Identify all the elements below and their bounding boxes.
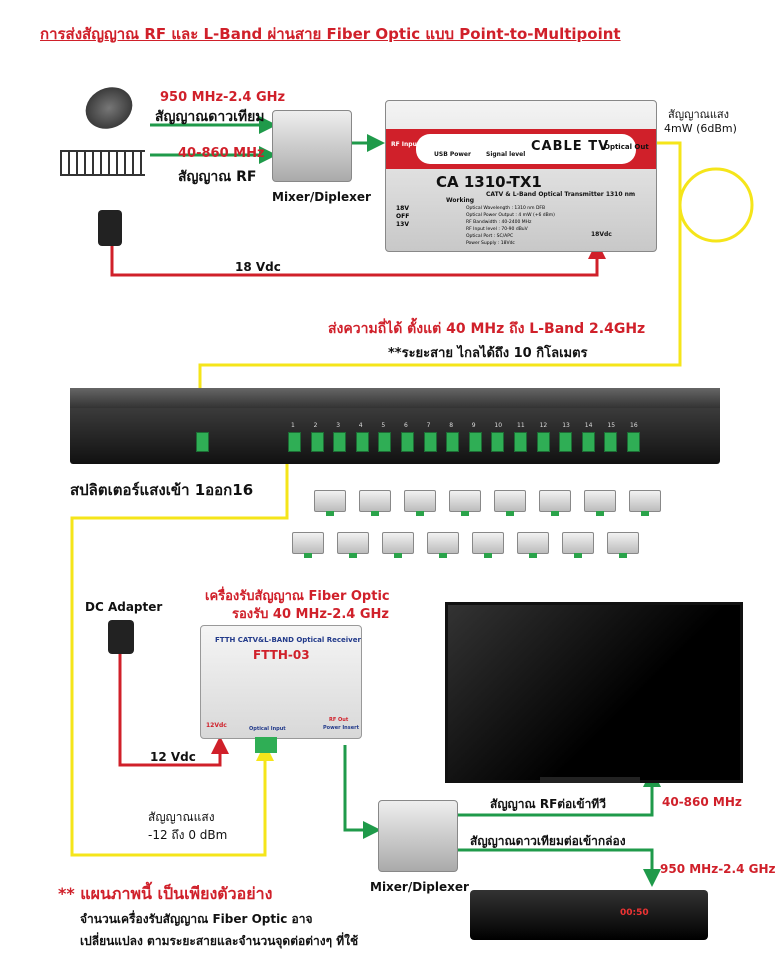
splitter-output-port[interactable] <box>627 432 640 452</box>
sat-freq: 950 MHz-2.4 GHz <box>160 90 286 105</box>
mini-optical-receiver <box>404 490 436 516</box>
yellow-fiber <box>70 141 754 857</box>
mini-optical-receiver <box>427 532 459 558</box>
port-number: 5 <box>381 422 386 429</box>
mixer-label: Mixer/Diplexer <box>272 190 371 204</box>
mini-optical-receiver <box>382 532 414 558</box>
splitter-label: สปลิตเตอร์แสงเข้า 1ออก16 <box>70 481 254 499</box>
splitter-output-port[interactable] <box>446 432 460 452</box>
splitter-output-port[interactable] <box>378 432 392 452</box>
splitter-output-port[interactable] <box>581 432 595 452</box>
tv-label: สัญญาณ RFต่อเข้าทีวี <box>490 797 606 811</box>
mini-optical-receiver <box>359 490 391 516</box>
port-number: 4 <box>358 422 363 429</box>
mini-optical-receiver <box>449 490 481 516</box>
rx-dc-label: 12 Vdc <box>150 750 196 764</box>
rx-optical-port[interactable] <box>255 737 277 753</box>
stb-label: สัญญาณดาวเทียมต่อเข้ากล่อง <box>470 834 626 848</box>
port-number: 13 <box>562 422 570 429</box>
port-number: 7 <box>426 422 431 429</box>
splitter-output-port[interactable] <box>491 432 505 452</box>
rx-model: FTTH-03 <box>253 648 310 662</box>
optical-receiver: FTTH CATV&L-BAND Optical Receiver FTTH-0… <box>200 625 362 739</box>
splitter-input-port[interactable] <box>196 432 209 452</box>
red-dc-cables <box>110 241 606 767</box>
tx-model: CA 1310-TX1 <box>436 173 542 191</box>
port-number: 8 <box>449 422 454 429</box>
mini-optical-receiver <box>539 490 571 516</box>
rf-label: สัญญาณ RF <box>178 169 257 185</box>
brand-logo: CABLE TV <box>531 139 610 154</box>
splitter-output-port[interactable] <box>559 432 573 452</box>
port-number: 9 <box>471 422 476 429</box>
port-number: 12 <box>539 422 548 429</box>
mini-optical-receiver <box>584 490 616 516</box>
dc-adapter-icon <box>108 620 134 654</box>
rf-freq: 40-860 MHz <box>178 146 265 161</box>
mini-optical-receiver <box>607 532 639 558</box>
footer-note: ** แผนภาพนี้ เป็นเพียงตัวอย่าง <box>58 884 273 903</box>
mini-optical-receiver <box>562 532 594 558</box>
mixer-diplexer <box>272 110 352 182</box>
sat-label: สัญญาณดาวเทียม <box>155 109 265 125</box>
splitter-output-port[interactable] <box>401 432 414 452</box>
port-number: 10 <box>494 422 503 429</box>
tv-icon <box>445 602 743 783</box>
set-top-box-icon: 00:50 <box>470 890 708 940</box>
port-number: 3 <box>336 422 341 429</box>
splitter-output-port[interactable] <box>355 432 369 452</box>
splitter-output-port[interactable] <box>310 432 324 452</box>
mini-optical-receiver <box>292 532 324 558</box>
mini-optical-receiver <box>629 490 661 516</box>
port-number: 11 <box>517 422 525 429</box>
port-number: 16 <box>630 422 638 429</box>
dc-adapter-label: DC Adapter <box>85 600 163 614</box>
port-number: 2 <box>313 422 318 429</box>
splitter-output-port[interactable] <box>514 432 527 452</box>
port-number: 6 <box>404 422 408 429</box>
splitter-output-port[interactable] <box>333 432 347 452</box>
mini-optical-receiver <box>472 532 504 558</box>
distance-note: ส่งความถี่ได้ ตั้งแต่ 40 MHz ถึง L-Band … <box>328 321 646 337</box>
splitter-output-port[interactable] <box>604 432 618 452</box>
mini-optical-receiver <box>517 532 549 558</box>
mini-optical-receiver <box>337 532 369 558</box>
port-number: 1 <box>291 422 295 429</box>
splitter-output-port[interactable] <box>288 432 301 452</box>
port-number: 14 <box>584 422 593 429</box>
tx-specs: Optical Wavelength : 1310 nm DFB Optical… <box>466 206 555 246</box>
splitter-output-port[interactable] <box>468 432 482 452</box>
mini-optical-receiver <box>494 490 526 516</box>
green-cables <box>150 116 661 887</box>
optical-transmitter: RF Input USB Power Signal level CABLE TV… <box>385 100 657 252</box>
mixer-diplexer-2 <box>378 800 458 872</box>
tv-stand <box>540 777 640 783</box>
port-number: 15 <box>607 422 616 429</box>
power-adapter-icon <box>98 210 122 246</box>
antenna-icon <box>60 150 145 176</box>
dc-18v-label: 18 Vdc <box>235 260 281 274</box>
splitter-output-port[interactable] <box>423 432 437 452</box>
splitter-output-port[interactable] <box>536 432 550 452</box>
page-title: การส่งสัญญาณ RF และ L-Band ผ่านสาย Fiber… <box>40 25 621 43</box>
mini-optical-receiver <box>314 490 346 516</box>
receiver-note: เครื่องรับสัญญาณ Fiber Optic <box>205 589 390 604</box>
